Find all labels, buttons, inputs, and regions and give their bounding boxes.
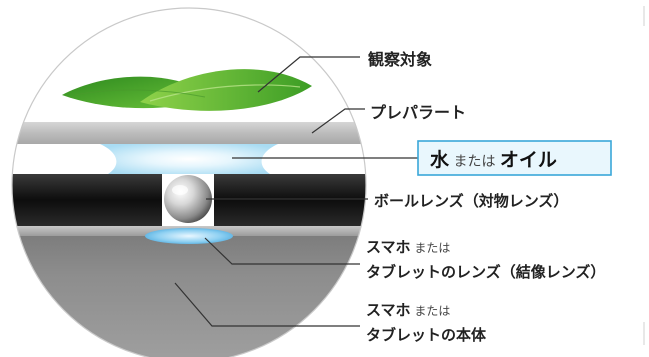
leader-observation — [257, 56, 360, 93]
label-slide-glass: プレパラート — [370, 103, 466, 122]
label-water: 水 — [430, 149, 450, 171]
objective-plate-left — [12, 174, 162, 226]
water-drop — [100, 144, 278, 174]
leader-device-lens — [204, 237, 360, 265]
label-water-or: または — [449, 154, 500, 170]
device-body — [12, 236, 366, 357]
magnifier-circle — [11, 7, 367, 357]
label-device-body-or: または — [411, 304, 451, 318]
label-device-body-line2: タブレットの本体 — [366, 326, 487, 344]
device-lens — [145, 228, 233, 244]
label-observation-target: 観察対象 — [368, 50, 432, 69]
leader-device-body — [174, 282, 360, 327]
slide-glass — [12, 122, 366, 144]
objective-plate-right — [214, 174, 366, 226]
leaf-icon — [62, 69, 312, 111]
water-oil-box — [417, 140, 612, 176]
ball-lens-icon — [164, 175, 212, 223]
magnified-view — [12, 122, 366, 357]
label-ball-lens: ボールレンズ（対物レンズ） — [374, 192, 568, 210]
label-device-body-smartphone: スマホ — [366, 301, 411, 319]
label-water-or-oil: 水 または オイル — [430, 149, 557, 171]
label-device-lens-line2: タブレットのレンズ（結像レンズ） — [366, 263, 605, 281]
label-oil: オイル — [500, 149, 557, 171]
label-device-lens-or: または — [411, 241, 451, 255]
leader-slide — [311, 108, 365, 134]
label-device-body-line1: スマホ または — [366, 301, 450, 319]
label-device-lens-line1: スマホ または — [366, 238, 450, 256]
label-device-lens-smartphone: スマホ — [366, 238, 411, 256]
